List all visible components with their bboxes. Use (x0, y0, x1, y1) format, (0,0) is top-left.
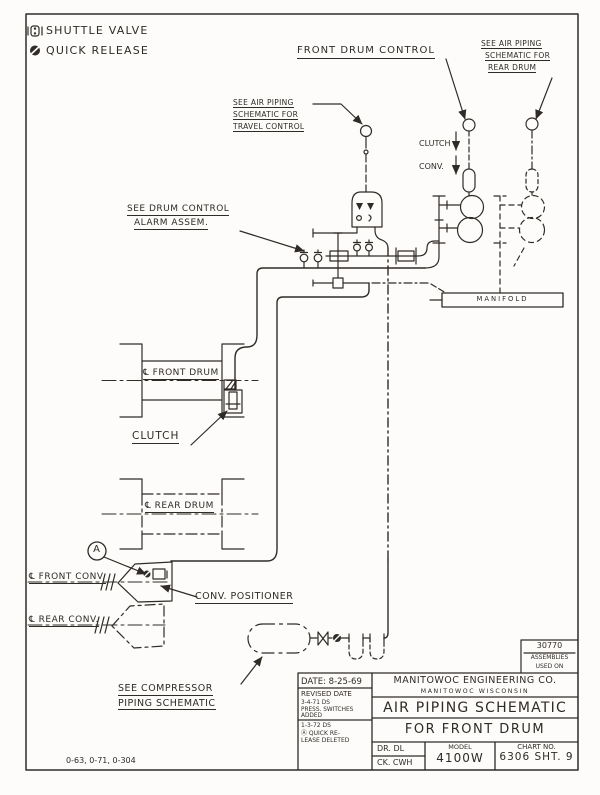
travel-control-valve (312, 124, 389, 249)
clutch-label: CLUTCH (132, 430, 180, 445)
see-alarm-note-line2: ALARM ASSEM. (134, 218, 209, 230)
titleblock-rev2-line1: 1-3-72 DS (301, 722, 331, 729)
legend-quick-release-label: QUICK RELEASE (46, 43, 150, 57)
titleblock-rev2-line2: Ⓐ QUICK RE- (301, 729, 340, 737)
assemblies-number: 30770 (536, 641, 563, 650)
conv-positioner-assembly (143, 568, 168, 580)
drawing-border (25, 13, 579, 771)
quick-release-icon (30, 45, 40, 56)
clutch-direction-label: CLUTCH (419, 139, 451, 148)
shuttle-valve-pair (299, 249, 323, 269)
rear-conv-centerline-label: ℄ REAR CONV. (29, 615, 99, 627)
air-tank (247, 623, 311, 654)
title-block-rules (297, 672, 579, 771)
main-pipes (170, 247, 426, 639)
front-conv-centerline-label: ℄ FRONT CONV. (29, 572, 106, 584)
see-travel-note-line1: SEE AIR PIPING (233, 97, 294, 109)
see-travel-note-line2: SCHEMATIC FOR (233, 109, 299, 121)
rear-drum-control-handle (525, 117, 539, 197)
legend-shuttle-valve-label: SHUTTLE VALVE (46, 24, 149, 37)
see-rear-drum-note-line2: SCHEMATIC FOR (485, 50, 551, 62)
titleblock-model-label: MODEL (448, 743, 472, 751)
titleblock-company: MANITOWOC ENGINEERING CO. (393, 675, 557, 686)
rear-drum (101, 478, 259, 550)
assemblies-line2: USED ON (535, 662, 564, 670)
conv-direction-label: CONV. (419, 162, 444, 171)
rear-drum-chambers (493, 194, 546, 294)
titleblock-rev1-line3: ADDED (301, 713, 323, 719)
air-tank-line (247, 623, 385, 660)
rear-drum-centerline-label: ℄ REAR DRUM (145, 501, 214, 514)
titleblock-title-line2: FOR FRONT DRUM (404, 721, 546, 737)
clutch-actuator (223, 379, 243, 414)
marker-a-circle (87, 541, 107, 561)
titleblock-rev1-line1: 3-4-71 DS (301, 700, 330, 706)
see-compressor-note-line1: SEE COMPRESSOR (118, 683, 213, 696)
shuttle-valve-icon (27, 25, 43, 37)
pipe-from-tank (383, 559, 389, 639)
assemblies-line1: ASSEMBLIES (530, 654, 569, 661)
see-rear-drum-note-line1: SEE AIR PIPING (481, 38, 542, 50)
front-drum-control-label: FRONT DRUM CONTROL (297, 45, 435, 59)
assemblies-box (520, 639, 579, 674)
manifold-block (429, 292, 564, 308)
valve-icon (317, 631, 329, 646)
marker-a-letter: A (93, 543, 101, 555)
pipe-to-conv-positioner (170, 282, 370, 562)
front-drum-centerline-label: ℄ FRONT DRUM (143, 368, 219, 380)
titleblock-city: MANITOWOC WISCONSIN (420, 687, 530, 695)
manifold-label: MANIFOLD (476, 295, 529, 303)
titleblock-title-line1: AIR PIPING SCHEMATIC (383, 699, 567, 716)
front-converter (27, 541, 173, 603)
front-drum (101, 343, 259, 418)
titleblock-chart-value: 6306 SHT. 9 (499, 751, 574, 763)
alarm-assembly-cluster (299, 232, 447, 294)
see-compressor-note-line2: PIPING SCHEMATIC (118, 697, 216, 711)
see-rear-drum-note-line3: REAR DRUM (488, 62, 537, 74)
front-drum-chambers (424, 194, 485, 269)
titleblock-checked-by: CK. CWH (377, 757, 413, 767)
titleblock-drawn-by: DR. DL (377, 744, 405, 753)
rear-converter (27, 603, 166, 649)
titleblock-chart-label: CHART NO. (517, 743, 556, 751)
titleblock-rev1-line2: PRESS. SWITCHES (301, 706, 354, 713)
leader-lines (103, 58, 553, 685)
see-travel-note-line3: TRAVEL CONTROL (233, 121, 305, 133)
conv-positioner-label: CONV. POSITIONER (195, 591, 294, 604)
front-drum-control-handle (462, 118, 476, 197)
titleblock-date: DATE: 8-25-69 (301, 676, 362, 687)
see-alarm-note-line1: SEE DRUM CONTROL (127, 204, 230, 217)
titleblock-rev2-line3: LEASE DELETED (301, 737, 350, 744)
titleblock-revised-label: REVISED DATE (301, 690, 352, 698)
pipe-to-clutch (234, 267, 426, 391)
footer-note: 0-63, 0-71, 0-304 (66, 755, 136, 765)
titleblock-model-value: 4100W (436, 751, 484, 765)
